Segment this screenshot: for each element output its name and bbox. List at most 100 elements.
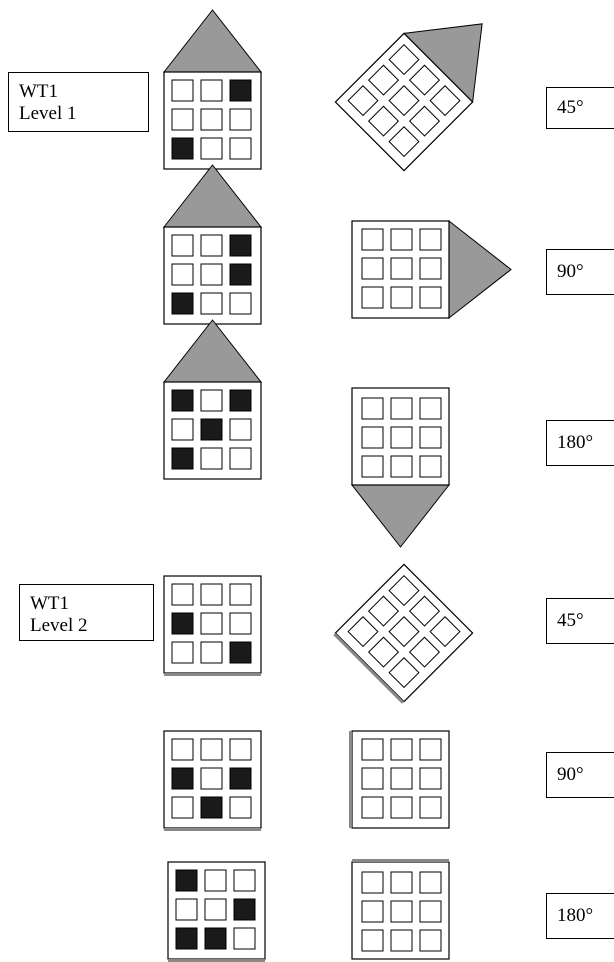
empty-cell (361, 738, 384, 761)
rotated-grid-row-4 (333, 563, 474, 704)
empty-cell (390, 228, 413, 251)
filled-cell (229, 767, 252, 790)
empty-cell (388, 44, 420, 76)
angle-label-row-4: 45° (546, 598, 614, 644)
empty-cell (419, 228, 442, 251)
rotated-grid-row-6 (351, 859, 450, 960)
roof-left-row-3 (162, 319, 263, 383)
empty-cell (390, 929, 413, 952)
empty-cell (408, 595, 441, 627)
empty-cell (200, 738, 223, 761)
empty-cell (390, 738, 413, 761)
roof-left-row-2 (162, 164, 263, 228)
filled-cell (171, 389, 194, 412)
rotated-grid-row-1 (334, 23, 483, 172)
empty-cell (200, 389, 223, 412)
empty-cell (390, 397, 413, 420)
filled-cell (200, 796, 223, 819)
empty-cell (419, 455, 442, 478)
filled-cell (229, 79, 252, 102)
level-2-label: WT1 Level 2 (19, 584, 154, 641)
empty-cell (171, 79, 194, 102)
filled-cell (229, 389, 252, 412)
empty-cell (390, 871, 413, 894)
rotated-grid-row-5 (349, 730, 450, 829)
filled-cell (229, 234, 252, 257)
empty-cell (175, 898, 198, 921)
original-grid-row-4 (163, 575, 262, 676)
empty-cell (390, 455, 413, 478)
empty-cell (233, 869, 256, 892)
angle-label-row-1: 45° (546, 87, 614, 129)
empty-cell (171, 583, 194, 606)
empty-cell (408, 636, 441, 668)
filled-cell (175, 927, 198, 950)
empty-cell (390, 796, 413, 819)
empty-cell (390, 286, 413, 309)
original-grid-row-6 (167, 861, 266, 962)
empty-cell (200, 612, 223, 635)
empty-cell (419, 738, 442, 761)
angle-label-row-6: 180° (546, 893, 614, 939)
rotated-grid-row-2 (351, 219, 512, 320)
empty-cell (419, 929, 442, 952)
empty-cell (200, 583, 223, 606)
empty-cell (361, 796, 384, 819)
angle-label-row-5: 90° (546, 752, 614, 798)
empty-cell (347, 85, 379, 117)
empty-cell (229, 738, 252, 761)
empty-cell (229, 137, 252, 160)
empty-cell (361, 397, 384, 420)
empty-cell (367, 636, 400, 668)
empty-cell (200, 108, 223, 131)
empty-cell (419, 796, 442, 819)
empty-cell (200, 79, 223, 102)
empty-cell (388, 126, 420, 158)
filled-cell (229, 641, 252, 664)
empty-cell (229, 447, 252, 470)
empty-cell (390, 900, 413, 923)
empty-cell (419, 871, 442, 894)
angle-value: 45° (557, 610, 584, 631)
empty-cell (388, 85, 420, 117)
empty-cell (200, 234, 223, 257)
empty-cell (171, 796, 194, 819)
empty-cell (171, 108, 194, 131)
empty-cell (229, 583, 252, 606)
empty-cell (229, 796, 252, 819)
empty-cell (361, 900, 384, 923)
empty-cell (229, 612, 252, 635)
level-2-subtitle: Level 2 (30, 615, 88, 636)
empty-cell (229, 292, 252, 315)
empty-cell (171, 641, 194, 664)
empty-cell (367, 105, 400, 137)
empty-cell (419, 900, 442, 923)
empty-cell (204, 869, 227, 892)
empty-cell (233, 927, 256, 950)
empty-cell (361, 871, 384, 894)
filled-cell (171, 447, 194, 470)
empty-cell (419, 397, 442, 420)
original-grid-row-3 (162, 319, 263, 480)
empty-cell (200, 292, 223, 315)
roof-right-row-3 (350, 484, 451, 548)
level-1-title: WT1 (19, 81, 59, 102)
level-2-title: WT1 (30, 593, 70, 614)
empty-cell (390, 426, 413, 449)
empty-cell (171, 418, 194, 441)
empty-cell (200, 641, 223, 664)
empty-cell (361, 455, 384, 478)
filled-cell (171, 612, 194, 635)
empty-cell (419, 426, 442, 449)
filled-cell (204, 927, 227, 950)
angle-label-row-3: 180° (546, 420, 614, 466)
filled-cell (200, 418, 223, 441)
empty-cell (171, 263, 194, 286)
empty-cell (388, 616, 420, 648)
angle-value: 90° (557, 764, 584, 785)
empty-cell (367, 64, 400, 96)
empty-cell (361, 286, 384, 309)
original-grid-row-1 (162, 9, 263, 170)
empty-cell (347, 616, 379, 648)
